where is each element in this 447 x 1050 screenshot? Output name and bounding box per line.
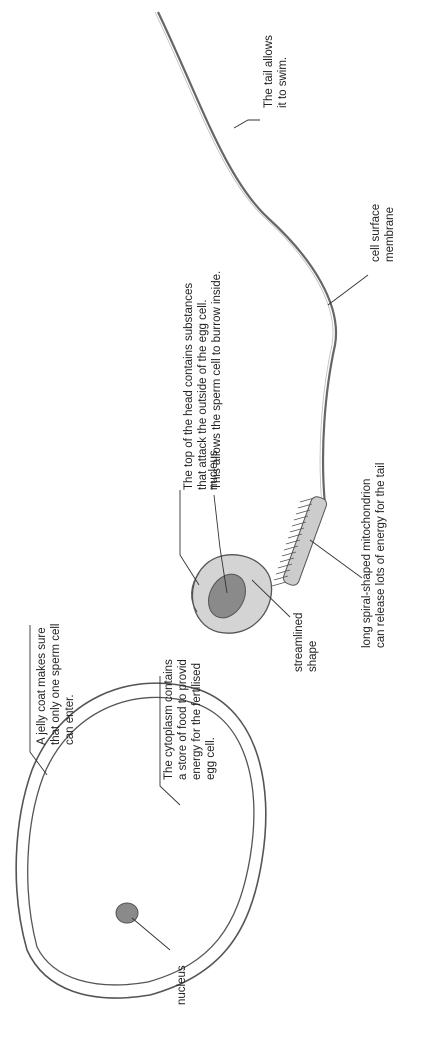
sperm-nucleus-label: nucleus	[208, 450, 220, 490]
leader-tail	[234, 120, 260, 128]
tail-label: The tail allows it to swim.	[263, 32, 289, 108]
streamlined-label: streamlined shape	[293, 609, 319, 672]
membrane-line-1: cell surface	[370, 204, 382, 262]
cytoplasm-line-3: energy for the fertilised	[191, 663, 203, 780]
jelly-coat-line-1: A jelly coat makes sure	[36, 627, 48, 745]
leader-membrane	[328, 275, 368, 305]
sperm-midpiece	[272, 495, 328, 587]
membrane-line-2: membrane	[384, 207, 396, 262]
labels: A jelly coat makes sure that only one sp…	[36, 32, 396, 1005]
cytoplasm-line-4: egg cell.	[205, 737, 217, 780]
mitochondrion-label: long spiral-shaped mitochondrion can rel…	[361, 463, 387, 648]
sperm-nucleus-text: nucleus	[208, 450, 220, 490]
mitochondrion-line-1: long spiral-shaped mitochondrion	[361, 479, 373, 648]
leader-mitochondrion	[310, 540, 362, 578]
tail-line-1: The tail allows	[263, 35, 275, 108]
egg-nucleus-label: nucleus	[176, 965, 188, 1005]
streamlined-line-1: streamlined	[293, 613, 305, 672]
jelly-coat-label: A jelly coat makes sure that only one sp…	[36, 620, 76, 745]
streamlined-line-2: shape	[307, 641, 319, 672]
cytoplasm-line-2: a store of food to provid	[177, 659, 189, 780]
leader-lines	[30, 120, 368, 950]
cytoplasm-label: The cytoplasm contains a store of food t…	[163, 656, 217, 780]
jelly-coat-line-3: can enter.	[64, 694, 76, 745]
egg-nucleus-text: nucleus	[176, 965, 188, 1005]
head-top-line-1: The top of the head contains substances	[183, 283, 195, 490]
mitochondrion-line-2: can release lots of energy for the tail	[375, 463, 387, 648]
jelly-coat-line-2: that only one sperm cell	[50, 624, 62, 745]
leader-head-top	[180, 490, 199, 585]
leader-egg-nucleus	[132, 918, 170, 950]
tail-line-2: it to swim.	[277, 57, 289, 108]
membrane-label: cell surface membrane	[370, 201, 396, 262]
sperm-midpiece-body	[282, 495, 329, 587]
cytoplasm-line-1: The cytoplasm contains	[163, 659, 175, 780]
